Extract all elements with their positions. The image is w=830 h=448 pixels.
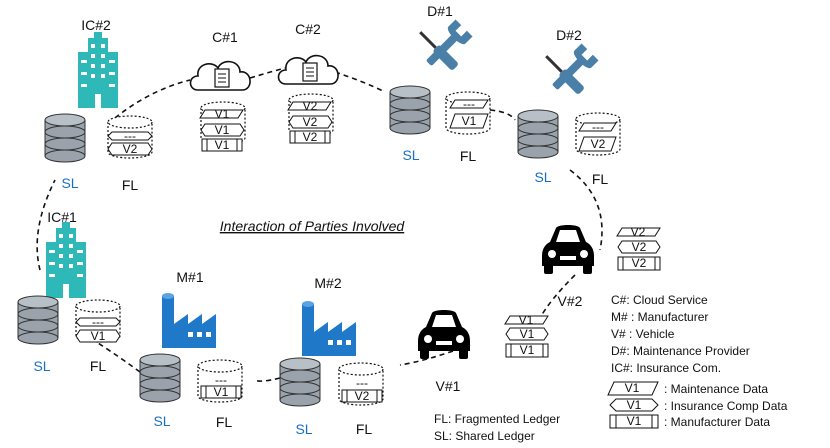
- d1-fl-row-2: V1: [462, 114, 477, 128]
- party-ic1: IC#1 --- V1 SL FL: [17, 209, 121, 374]
- car-icon: [418, 310, 470, 359]
- d1-fl-row-1: ---: [463, 97, 475, 111]
- party-d2: D#2 --- V2 SL FL: [517, 27, 621, 187]
- database-icon: [44, 113, 86, 163]
- d2-label: D#2: [556, 27, 582, 43]
- ic1-fl-row-1: ---: [92, 315, 104, 329]
- v2-row-1: V2: [631, 225, 646, 239]
- m2-fl-label: FL: [356, 421, 373, 437]
- m2-sl-label: SL: [295, 421, 312, 437]
- c1-row-2: V1: [215, 123, 230, 137]
- building-icon: [46, 222, 86, 298]
- legend-item: SL: Shared Ledger: [434, 429, 535, 443]
- database-icon: [17, 295, 59, 345]
- c1-row-3: V1: [215, 138, 230, 152]
- m2-label: M#2: [314, 275, 341, 291]
- diagram-title: Interaction of Parties Involved: [220, 218, 406, 234]
- legend-data: V1 : Maintenance Data V1 : Insurance Com…: [607, 381, 788, 429]
- m2-fl-row-1: ---: [356, 376, 368, 390]
- c2-label: C#2: [295, 21, 321, 37]
- d2-fl-row-2: V2: [591, 137, 606, 151]
- ic2-fl-row-2: V2: [123, 142, 138, 156]
- v1-row-2: V1: [520, 327, 535, 341]
- m1-fl-row-2: V1: [214, 385, 229, 399]
- d1-sl-label: SL: [402, 147, 419, 163]
- party-c2: C#2 V2 V2 V2: [277, 21, 339, 144]
- m1-fl-row-1: ---: [215, 373, 227, 387]
- connection-ring: [36, 67, 603, 382]
- ic2-label: IC#2: [81, 17, 111, 33]
- party-d1: D#1 --- V1 SL FL: [389, 3, 491, 164]
- d2-fl-label: FL: [592, 171, 609, 187]
- d1-fl-label: FL: [460, 148, 477, 164]
- c2-row-1: V2: [303, 99, 318, 113]
- v2-row-2: V2: [632, 240, 647, 254]
- c2-row-3: V2: [303, 130, 318, 144]
- tools-icon: [542, 43, 599, 96]
- legend-data-text: : Manufacturer Data: [664, 415, 770, 429]
- v2-row-3: V2: [632, 256, 647, 270]
- party-v1: V#1 V1 V1 V1: [418, 310, 549, 394]
- factory-icon: [162, 293, 216, 348]
- m1-sl-label: SL: [153, 413, 170, 429]
- database-icon: [279, 357, 321, 407]
- legend-ledger: FL: Fragmented Ledger SL: Shared Ledger: [434, 412, 560, 443]
- ic1-label: IC#1: [47, 209, 77, 225]
- database-icon: [139, 353, 181, 403]
- party-m2: M#2 --- V2 SL FL: [279, 275, 384, 437]
- cloud-icon: [189, 60, 251, 91]
- party-v2: V#2 V2 V2 V2: [542, 225, 661, 309]
- d2-sl-label: SL: [534, 169, 551, 185]
- legend-item: FL: Fragmented Ledger: [434, 412, 560, 426]
- v1-label: V#1: [436, 378, 461, 394]
- legend-item: C#: Cloud Service: [611, 293, 708, 307]
- c2-row-2: V2: [303, 115, 318, 129]
- v1-row-3: V1: [520, 343, 535, 357]
- legend-item: V# : Vehicle: [611, 327, 675, 341]
- legend-parties: C#: Cloud Service M# : Manufacturer V# :…: [611, 293, 750, 375]
- party-c1: C#1 V1 V1 V1: [189, 29, 251, 152]
- building-icon: [78, 32, 118, 108]
- party-m1: M#1 --- V1 SL FL: [139, 269, 243, 430]
- c1-label: C#1: [212, 29, 238, 45]
- ic1-sl-label: SL: [33, 358, 50, 374]
- legend-data-text: : Insurance Comp Data: [664, 399, 788, 413]
- database-icon: [517, 109, 559, 159]
- ic2-fl-label: FL: [122, 177, 139, 193]
- m1-label: M#1: [176, 269, 203, 285]
- ic2-sl-label: SL: [61, 175, 78, 191]
- m1-fl-label: FL: [216, 414, 233, 430]
- c1-row-1: V1: [215, 107, 230, 121]
- ic1-fl-label: FL: [90, 358, 107, 374]
- ic2-fl-row-1: ---: [124, 129, 136, 143]
- v2-label: V#2: [558, 293, 583, 309]
- legend-data-text: : Maintenance Data: [664, 382, 768, 396]
- cloud-icon: [277, 54, 339, 85]
- ic1-fl-row-2: V1: [91, 329, 106, 343]
- car-icon: [542, 225, 594, 274]
- legend-item: IC#: Insurance Com.: [611, 361, 721, 375]
- legend-symbol: V1: [625, 381, 640, 395]
- tools-icon: [416, 19, 473, 72]
- legend-symbol: V1: [627, 398, 642, 412]
- v1-row-1: V1: [519, 313, 534, 327]
- d2-fl-row-1: ---: [592, 120, 604, 134]
- legend-symbol: V1: [627, 414, 642, 428]
- legend-item: M# : Manufacturer: [611, 310, 708, 324]
- party-ic2: IC#2 --- V2 SL FL: [44, 17, 153, 193]
- d1-label: D#1: [427, 3, 453, 19]
- m2-fl-row-2: V2: [355, 389, 370, 403]
- legend-item: D#: Maintenance Provider: [611, 344, 750, 358]
- factory-icon: [302, 301, 356, 356]
- database-icon: [389, 85, 431, 135]
